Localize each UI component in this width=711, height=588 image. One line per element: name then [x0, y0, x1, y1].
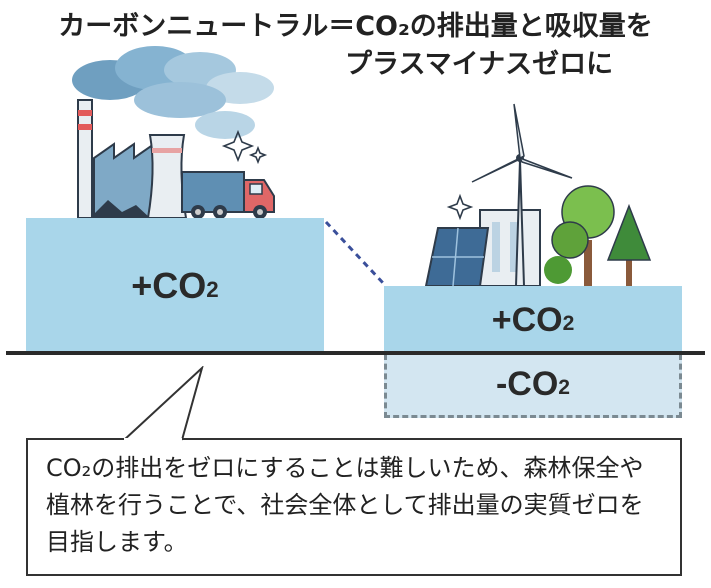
factory-illustration: [72, 46, 275, 219]
zero-baseline: [6, 351, 705, 355]
title-line-2: プラスマイナスゼロに: [345, 49, 614, 80]
block-sign: +: [491, 300, 512, 339]
building-icon: [479, 209, 541, 287]
block-main: CO: [152, 265, 207, 306]
tree-icon: [544, 185, 652, 286]
renewable-illustration: [424, 103, 652, 287]
solar-panel-icon: [424, 227, 490, 287]
title-line-1: カーボンニュートラル＝CO₂の排出量と吸収量を: [58, 11, 653, 42]
sparkle-icon: [221, 129, 268, 165]
truck-icon: [181, 171, 275, 219]
callout-pointer: [123, 366, 204, 442]
block-sign: +: [131, 265, 153, 306]
dashed-connector: [324, 220, 386, 286]
block-main: CO: [511, 300, 563, 339]
smoke-cloud-icon: [72, 46, 274, 139]
block-sub: 2: [558, 376, 571, 400]
block-sub: 2: [206, 277, 219, 303]
explanation-callout: CO₂の排出をゼロにすることは難しいため、森林保全や植林を行うことで、社会全体と…: [26, 438, 682, 576]
explanation-text: CO₂の排出をゼロにすることは難しいため、森林保全や植林を行うことで、社会全体と…: [46, 454, 644, 556]
block-main: CO: [507, 365, 559, 403]
factory-icon: [77, 99, 188, 219]
block-sub: 2: [562, 311, 575, 335]
block-sign: -: [495, 365, 508, 403]
sparkle-icon: [446, 193, 474, 221]
